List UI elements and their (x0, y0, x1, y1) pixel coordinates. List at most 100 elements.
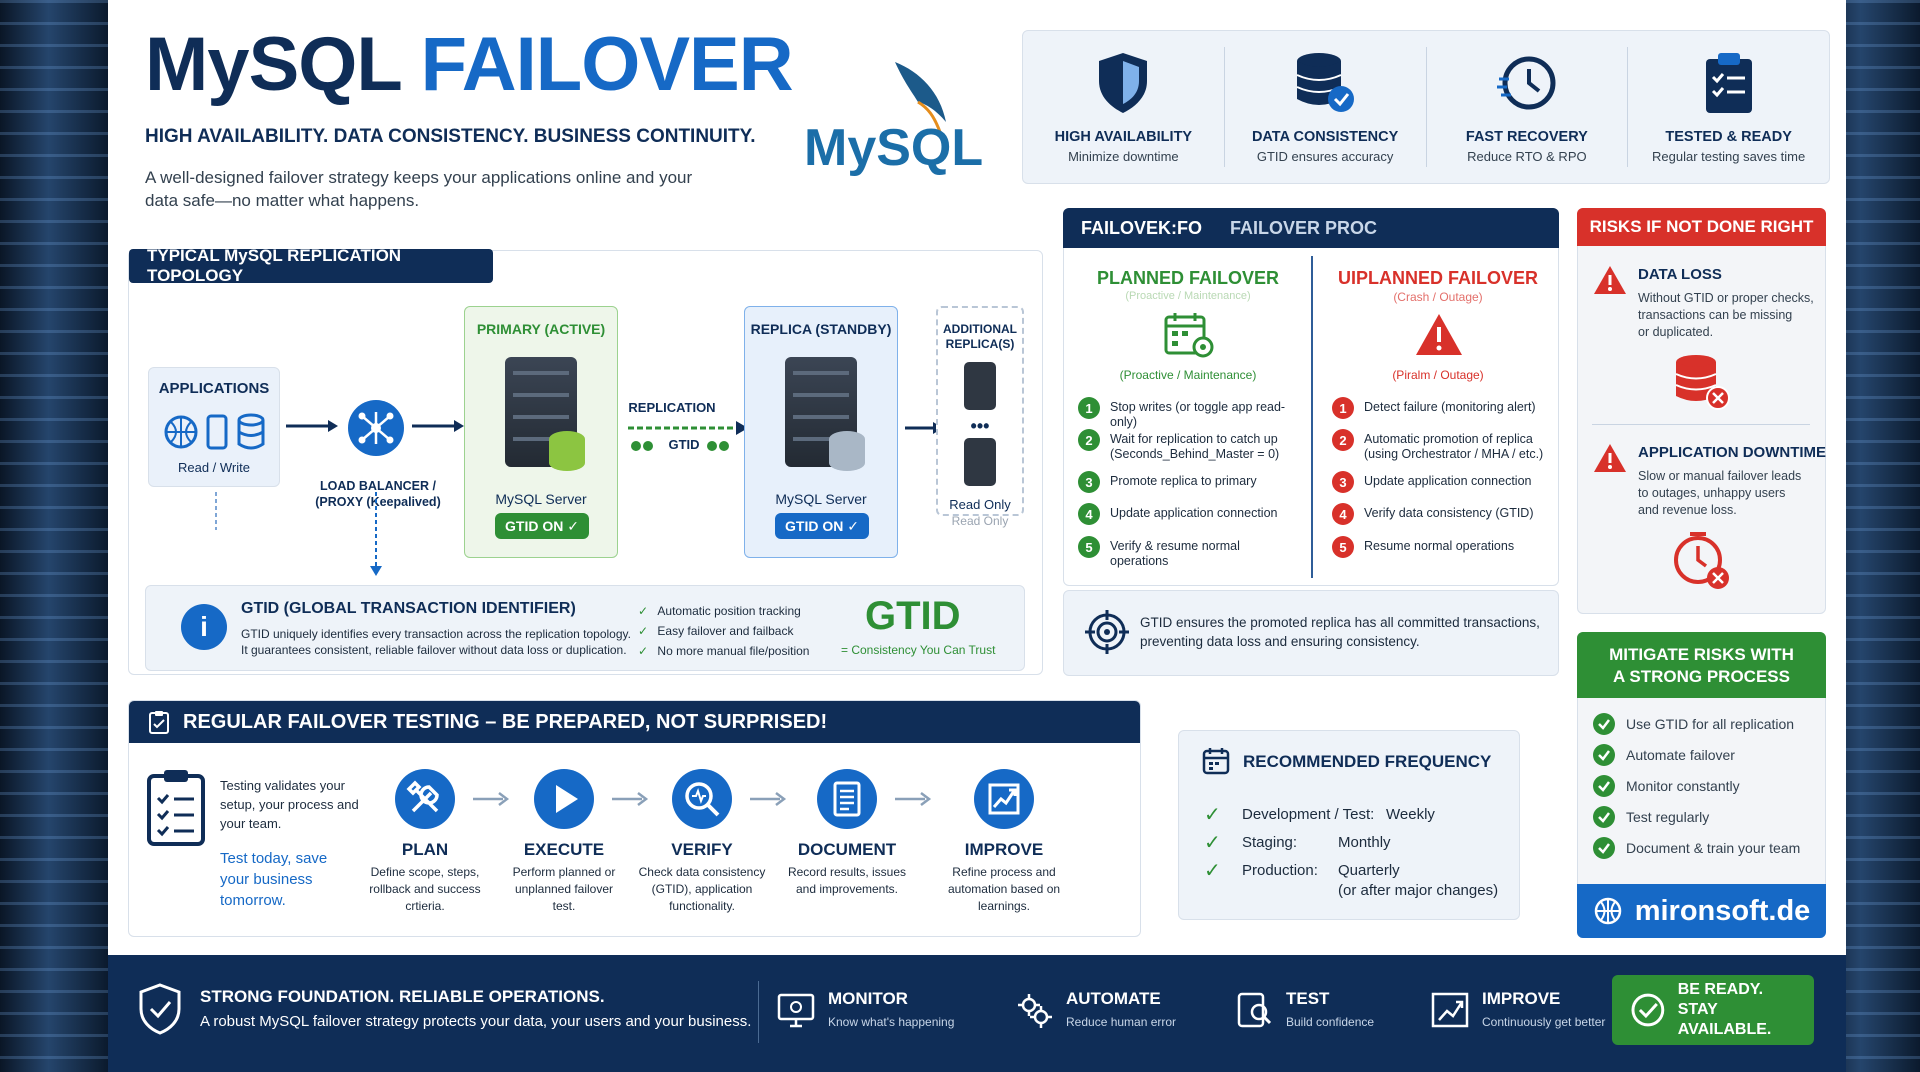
gtid-panel (145, 585, 1025, 671)
benefit-subtitle: Regular testing saves time (1652, 149, 1806, 164)
check-icon: ✓ (1204, 832, 1221, 854)
step-number: 3 (1078, 471, 1100, 493)
benefit-3: FAST RECOVERY Reduce RTO & RPO (1427, 47, 1629, 167)
clipboard-small-icon (149, 711, 169, 734)
mitigate-title: MITIGATE RISKS WITH A STRONG PROCESS (1577, 632, 1826, 698)
footer-item-sub: Continuously get better (1482, 1015, 1606, 1029)
frequency-note: (or after major changes) (1338, 882, 1499, 899)
footer-item-title: IMPROVE (1482, 989, 1561, 1008)
applications-box: APPLICATIONS Read / Write (148, 367, 280, 487)
frequency-row: ✓Staging:Monthly (1204, 832, 1391, 854)
step-number: 4 (1078, 503, 1100, 525)
brand-banner[interactable]: mironsoft.de (1577, 884, 1826, 938)
left-background (0, 0, 108, 1072)
replica-db-icon (829, 431, 865, 471)
clipboard-icon (1628, 47, 1829, 119)
gtid-title: GTID (GLOBAL TRANSACTION IDENTIFIER) (241, 600, 576, 617)
gtid-check-item: ✓ No more manual file/position (638, 644, 810, 658)
mysql-logo: MySQL (800, 52, 983, 177)
process-note (1063, 590, 1559, 676)
check-icon: ✓ (638, 644, 649, 658)
check-circle-icon (1593, 806, 1615, 828)
tagline: HIGH AVAILABILITY. DATA CONSISTENCY. BUS… (145, 126, 756, 147)
planned-ghost-subtitle: (Proactive / Maintenance) (1125, 290, 1251, 302)
step-number: 1 (1078, 397, 1100, 419)
check-circle-icon (1593, 837, 1615, 859)
risk-warning-icon (1592, 442, 1628, 474)
primary-gtid-badge: GTID ON ✓ (495, 513, 589, 539)
play-icon (534, 769, 594, 829)
check-circle-icon (1593, 713, 1615, 735)
check-circle-icon (1593, 744, 1615, 766)
check-icon: ✓ (638, 604, 649, 618)
step-number: 3 (1332, 471, 1354, 493)
infographic-poster: MySQL FAILOVER HIGH AVAILABILITY. DATA C… (108, 0, 1846, 955)
mitigate-item: Test regularly (1592, 805, 1709, 829)
warning-icon (1414, 312, 1464, 358)
check-circle-icon (1593, 775, 1615, 797)
footer-item-sub: Build confidence (1286, 1015, 1375, 1029)
footer-headline: STRONG FOUNDATION. RELIABLE OPERATIONS. (200, 987, 605, 1006)
target-icon (1085, 610, 1129, 654)
testing-step-title: DOCUMENT (797, 840, 897, 859)
step-number: 1 (1332, 397, 1354, 419)
clock-icon (1427, 47, 1628, 119)
step-number: 2 (1078, 429, 1100, 451)
replication-arrow (628, 421, 748, 451)
footer-subline: A robust MySQL failover strategy protect… (200, 1013, 752, 1030)
risks-panel (1577, 208, 1826, 614)
document-icon (817, 769, 877, 829)
footer-item-title: AUTOMATE (1066, 989, 1161, 1008)
dolphin-icon (895, 62, 946, 133)
step-arrow (893, 790, 933, 808)
shield-icon (1023, 47, 1224, 119)
unplanned-ghost-subtitle: (Crash / Outage) (1393, 290, 1483, 304)
risks-divider (1592, 424, 1810, 425)
planned-title: PLANNED FAILOVER (1096, 268, 1279, 288)
check-icon: ✓ (1204, 804, 1221, 826)
risk-title: APPLICATION DOWNTIME (1638, 444, 1827, 461)
testing-step-text: Check data consistency(GTID), applicatio… (638, 865, 766, 913)
monitor-icon (776, 990, 816, 1030)
benefit-title: HIGH AVAILABILITY (1054, 129, 1193, 145)
planned-subtitle: (Proactive / Maintenance) (1119, 368, 1257, 382)
checklist-icon (146, 768, 206, 846)
calendar-gear-icon (1163, 311, 1215, 359)
footer-item-sub: Know what's happening (828, 1015, 955, 1029)
benefit-title: FAST RECOVERY (1465, 129, 1588, 145)
be-ready-button[interactable]: BE READY. STAY AVAILABLE. (1612, 975, 1814, 1045)
replica-box: REPLICA (STANDBY) MySQL Server GTID ON ✓ (744, 306, 898, 558)
footer-item-title: TEST (1286, 989, 1330, 1008)
benefit-title: TESTED & READY (1665, 129, 1792, 145)
benefit-subtitle: GTID ensures accuracy (1256, 149, 1394, 164)
mitigate-item: Automate failover (1592, 743, 1735, 767)
frequency-row: ✓Development / Test:Weekly (1204, 804, 1435, 826)
gtid-check-item: ✓ Easy failover and failback (638, 624, 794, 638)
mitigate-item: Monitor constantly (1592, 774, 1740, 798)
gtid-tagline: = Consistency You Can Trust (841, 643, 996, 657)
risks-title: RISKS IF NOT DONE RIGHT (1577, 208, 1826, 246)
calendar-icon (1202, 747, 1230, 775)
testing-title-bar: REGULAR FAILOVER TESTING – BE PREPARED, … (129, 701, 1140, 743)
check-icon: ✓ (1204, 860, 1221, 882)
process-divider (1311, 256, 1313, 578)
dotted-connectors (215, 492, 382, 576)
benefit-subtitle: Reduce RTO & RPO (1467, 149, 1587, 164)
read-only-label: Read Only (949, 497, 1011, 512)
testing-step-title: PLAN (401, 840, 449, 859)
load-balancer-icon (348, 400, 404, 456)
step-arrow (748, 790, 788, 808)
logo-text: MySQL (804, 119, 984, 177)
